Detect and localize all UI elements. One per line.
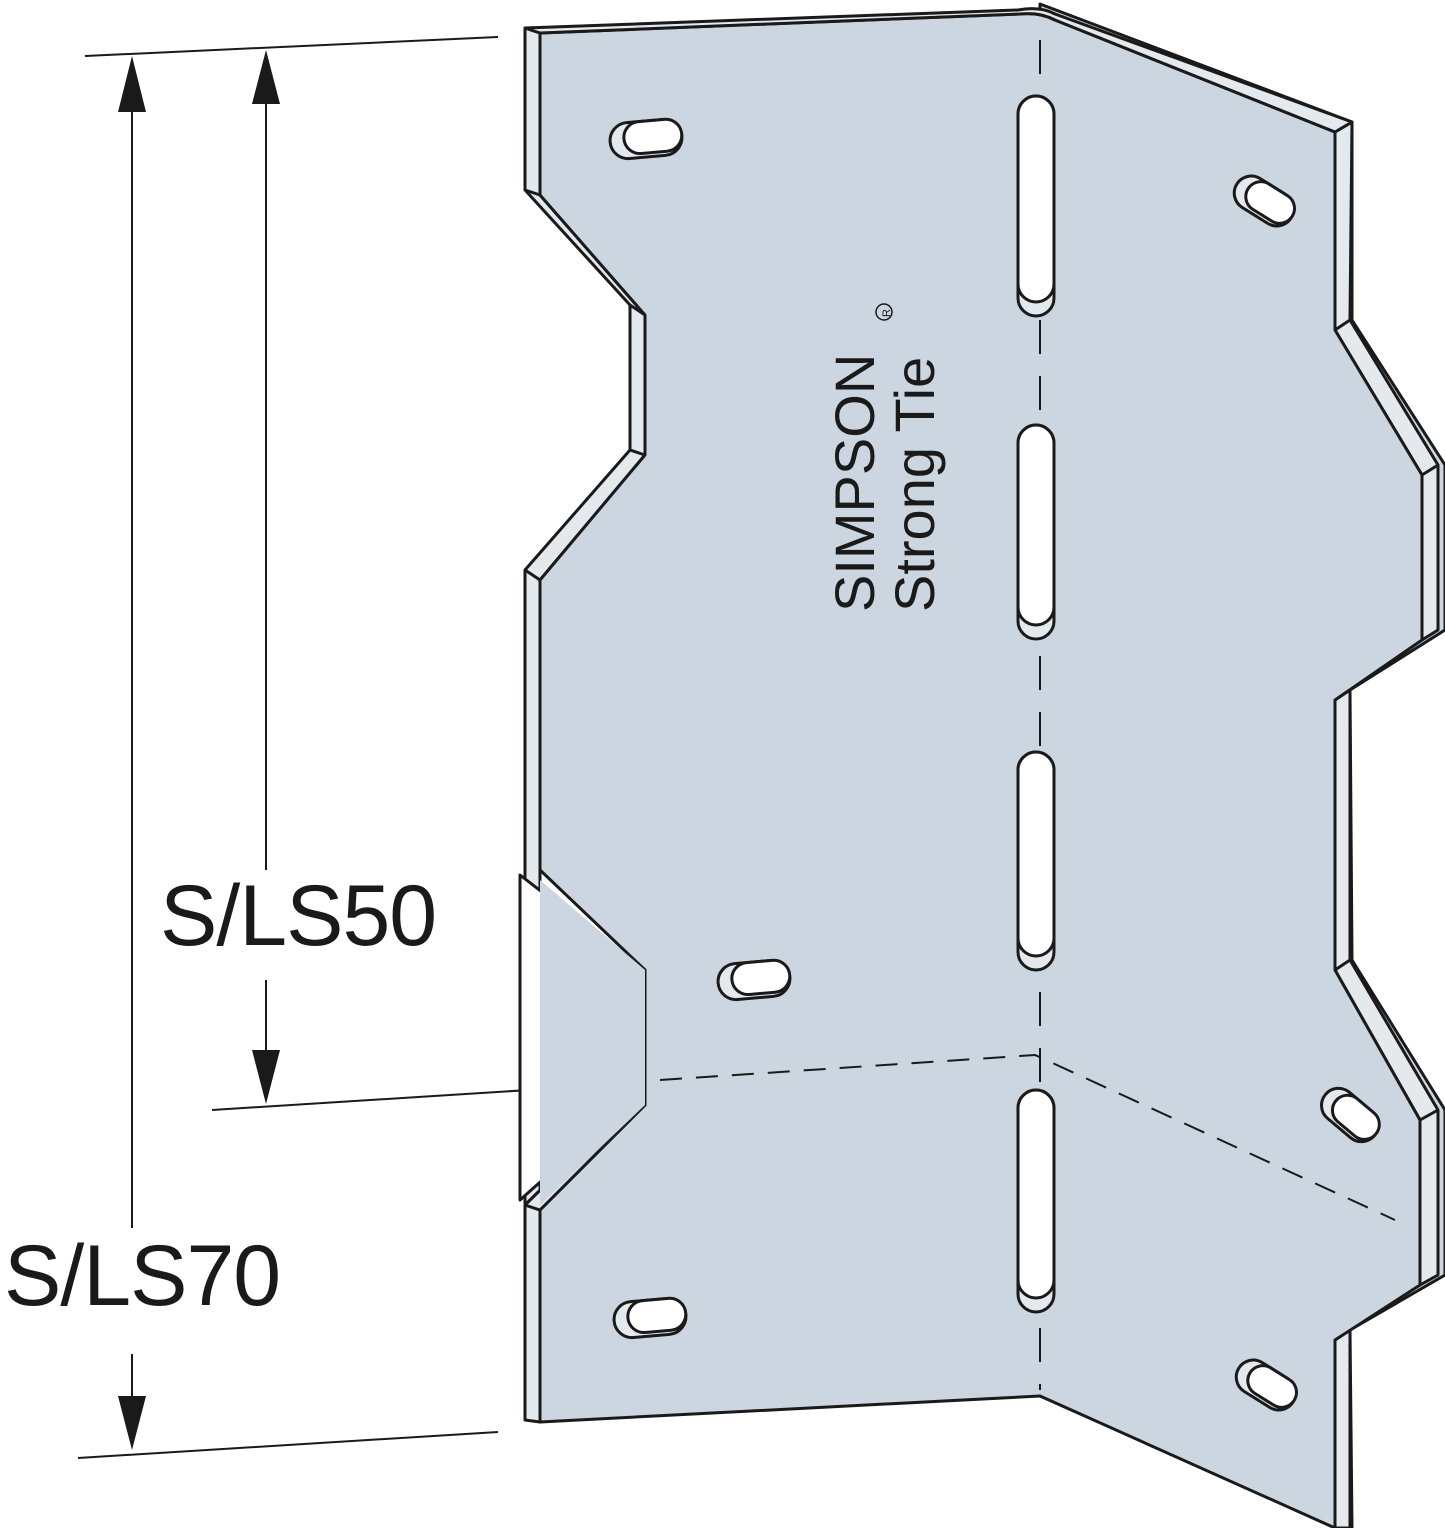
arrowhead-short-bottom bbox=[252, 1050, 280, 1104]
bracket-plate bbox=[523, 2, 1445, 1528]
vertical-slots bbox=[1016, 94, 1056, 1314]
extension-line-top bbox=[84, 36, 499, 57]
top-edge bbox=[523, 7, 1354, 134]
dimension-label-short: S/LS50 bbox=[160, 868, 436, 964]
extension-line-bottom bbox=[77, 1431, 499, 1459]
brand-line-2: Strong Tie bbox=[883, 357, 946, 612]
dimension-label-long: S/LS70 bbox=[4, 1228, 280, 1324]
arrowhead-long-bottom bbox=[118, 1396, 146, 1450]
hole-inner bbox=[626, 1296, 688, 1335]
hole-inner bbox=[1330, 1093, 1381, 1141]
registered-mark-circle bbox=[875, 303, 893, 321]
hole-inner bbox=[730, 958, 792, 997]
hole-inner bbox=[1244, 180, 1296, 225]
dimension-lines bbox=[77, 36, 609, 1459]
vertical-slot-inner bbox=[1016, 750, 1056, 958]
lower-notch-face bbox=[540, 880, 645, 1205]
vertical-slot-inner bbox=[1016, 1088, 1056, 1300]
arrowhead-long-top bbox=[118, 56, 146, 112]
small-holes bbox=[608, 117, 1381, 1412]
vertical-slot-inner bbox=[1016, 423, 1056, 627]
hole-inner bbox=[1246, 1364, 1298, 1409]
brand-line-1: SIMPSON bbox=[823, 354, 886, 612]
arrowhead-short-top bbox=[252, 50, 280, 104]
brand-logo: SIMPSON Strong Tie R bbox=[823, 303, 946, 612]
hole-inner bbox=[622, 117, 684, 156]
bend-line-horizontal bbox=[659, 1053, 1396, 1221]
vertical-slot-inner bbox=[1016, 94, 1056, 304]
registered-mark: R bbox=[881, 309, 893, 317]
